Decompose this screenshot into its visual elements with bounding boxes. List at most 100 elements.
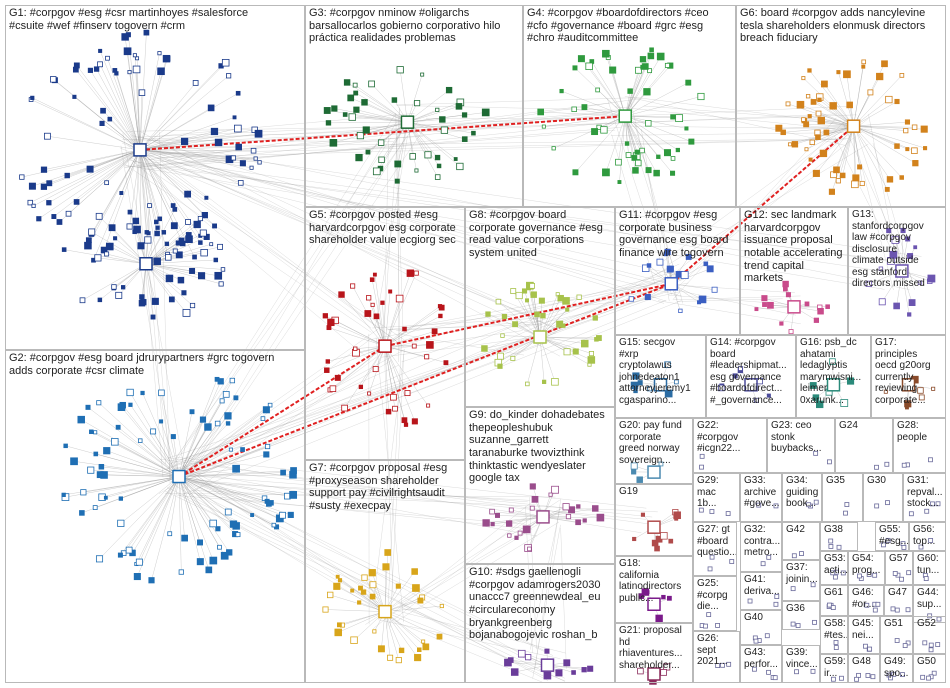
node-g45[interactable] <box>867 646 873 652</box>
node-g1[interactable] <box>93 66 100 72</box>
node-g3[interactable] <box>439 116 446 123</box>
node-g1[interactable] <box>253 156 258 161</box>
node-g35[interactable] <box>844 502 850 507</box>
node-g1[interactable] <box>177 276 185 284</box>
node-g13[interactable] <box>878 298 886 306</box>
node-g1[interactable] <box>105 55 110 61</box>
node-g6[interactable] <box>857 164 863 170</box>
node-g2[interactable] <box>93 451 99 457</box>
node-g1[interactable] <box>180 137 189 145</box>
node-g6[interactable] <box>904 119 911 125</box>
node-g2[interactable] <box>111 438 119 446</box>
node-g8[interactable] <box>512 321 519 328</box>
node-g1[interactable] <box>226 73 232 79</box>
node-g8[interactable] <box>529 283 535 289</box>
node-g1[interactable] <box>198 240 203 245</box>
hub-node-g21[interactable] <box>647 667 661 681</box>
node-g1[interactable] <box>73 62 80 69</box>
node-g1[interactable] <box>119 191 124 195</box>
node-g14[interactable] <box>732 373 738 379</box>
node-g1[interactable] <box>98 48 103 53</box>
node-g7[interactable] <box>422 643 430 651</box>
node-g11[interactable] <box>703 261 709 267</box>
node-g30[interactable] <box>885 500 890 506</box>
node-g6[interactable] <box>823 129 830 136</box>
node-g36[interactable] <box>795 623 801 628</box>
node-g8[interactable] <box>576 294 582 300</box>
node-g2[interactable] <box>222 391 230 398</box>
node-g52[interactable] <box>928 647 934 653</box>
node-g6[interactable] <box>835 178 841 184</box>
node-g3[interactable] <box>347 94 355 102</box>
node-g3[interactable] <box>356 131 365 140</box>
node-g6[interactable] <box>894 143 900 149</box>
node-g8[interactable] <box>521 288 528 294</box>
node-g4[interactable] <box>656 52 665 61</box>
hub-node-g7[interactable] <box>378 604 392 619</box>
node-g1[interactable] <box>108 224 116 232</box>
node-g27[interactable] <box>707 566 713 572</box>
node-g49[interactable] <box>888 675 893 681</box>
node-g6[interactable] <box>817 97 822 103</box>
node-g25[interactable] <box>706 612 712 618</box>
node-g4[interactable] <box>688 138 695 145</box>
node-g8[interactable] <box>510 355 516 361</box>
node-g3[interactable] <box>455 103 463 110</box>
node-g6[interactable] <box>812 169 820 177</box>
node-g7[interactable] <box>357 600 362 605</box>
node-g1[interactable] <box>30 95 35 100</box>
node-g37[interactable] <box>790 586 796 592</box>
node-g4[interactable] <box>685 79 692 86</box>
node-g3[interactable] <box>353 106 360 113</box>
node-g12[interactable] <box>788 329 794 335</box>
node-g36[interactable] <box>812 619 817 625</box>
node-g4[interactable] <box>572 169 579 176</box>
node-g1[interactable] <box>36 216 42 222</box>
node-g34[interactable] <box>806 502 812 508</box>
node-g11[interactable] <box>698 295 707 304</box>
node-g1[interactable] <box>86 165 94 173</box>
node-g31[interactable] <box>930 501 935 507</box>
node-g9[interactable] <box>508 507 514 513</box>
node-g4[interactable] <box>631 155 638 161</box>
node-g2[interactable] <box>61 492 66 497</box>
node-g1[interactable] <box>192 254 197 260</box>
node-g2[interactable] <box>219 398 225 404</box>
node-g22[interactable] <box>699 453 705 459</box>
node-g4[interactable] <box>632 167 639 174</box>
node-g1[interactable] <box>251 126 258 133</box>
node-g12[interactable] <box>783 286 788 292</box>
node-g4[interactable] <box>602 49 610 58</box>
node-g27[interactable] <box>729 559 735 564</box>
node-g11[interactable] <box>628 296 635 302</box>
node-g1[interactable] <box>40 166 48 173</box>
node-g7[interactable] <box>417 647 422 653</box>
node-g56[interactable] <box>928 538 934 543</box>
node-g5[interactable] <box>367 391 372 396</box>
node-g1[interactable] <box>84 241 92 250</box>
node-g9[interactable] <box>562 503 570 511</box>
node-g1[interactable] <box>44 132 51 140</box>
node-g2[interactable] <box>148 577 155 584</box>
node-g1[interactable] <box>40 183 48 190</box>
hub-node-g4[interactable] <box>618 109 632 123</box>
node-g8[interactable] <box>557 294 564 302</box>
node-g1[interactable] <box>111 284 117 290</box>
node-g5[interactable] <box>370 302 375 307</box>
node-g46[interactable] <box>872 607 878 613</box>
node-g7[interactable] <box>398 647 405 654</box>
node-g2[interactable] <box>117 552 123 558</box>
node-g5[interactable] <box>364 310 372 317</box>
node-g31[interactable] <box>935 501 941 507</box>
node-g1[interactable] <box>165 274 174 283</box>
node-g9[interactable] <box>548 492 553 497</box>
node-g6[interactable] <box>886 176 894 183</box>
node-g59[interactable] <box>839 675 844 681</box>
node-g5[interactable] <box>334 374 341 381</box>
node-g11[interactable] <box>678 308 683 313</box>
node-g36[interactable] <box>790 621 796 627</box>
node-g4[interactable] <box>634 149 640 155</box>
node-g26[interactable] <box>720 662 725 668</box>
node-g3[interactable] <box>361 99 368 106</box>
node-g7[interactable] <box>350 588 355 593</box>
